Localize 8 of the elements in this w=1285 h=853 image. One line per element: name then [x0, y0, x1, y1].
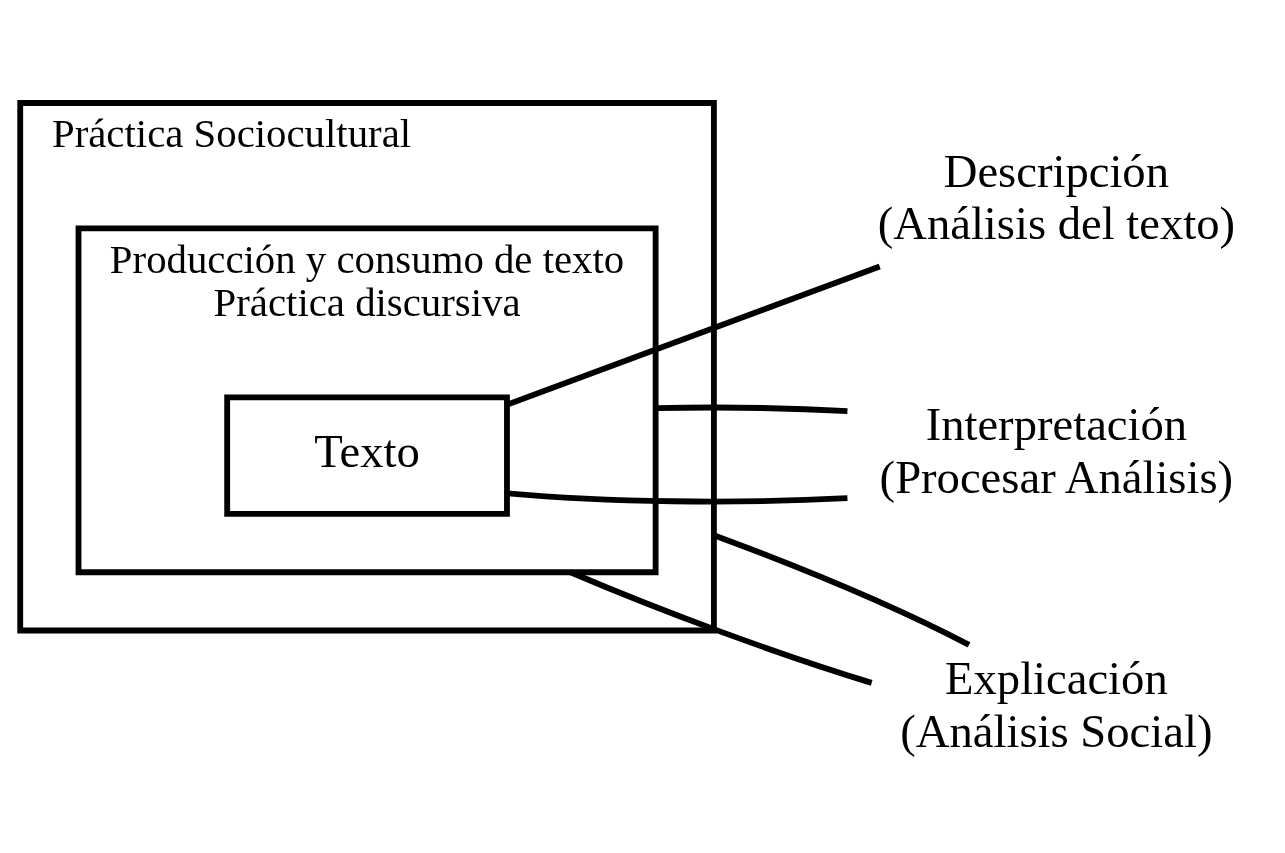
node-text: Descripción (Análisis del texto) [877, 144, 1236, 250]
node-text: Interpretación (Procesar Análisis) [879, 398, 1234, 503]
node-box: Texto [224, 394, 510, 517]
node-text: Explicación (Análisis Social) [900, 652, 1213, 757]
connector [655, 404, 848, 415]
connector [569, 569, 873, 686]
connector [506, 263, 881, 408]
connector [507, 490, 848, 505]
